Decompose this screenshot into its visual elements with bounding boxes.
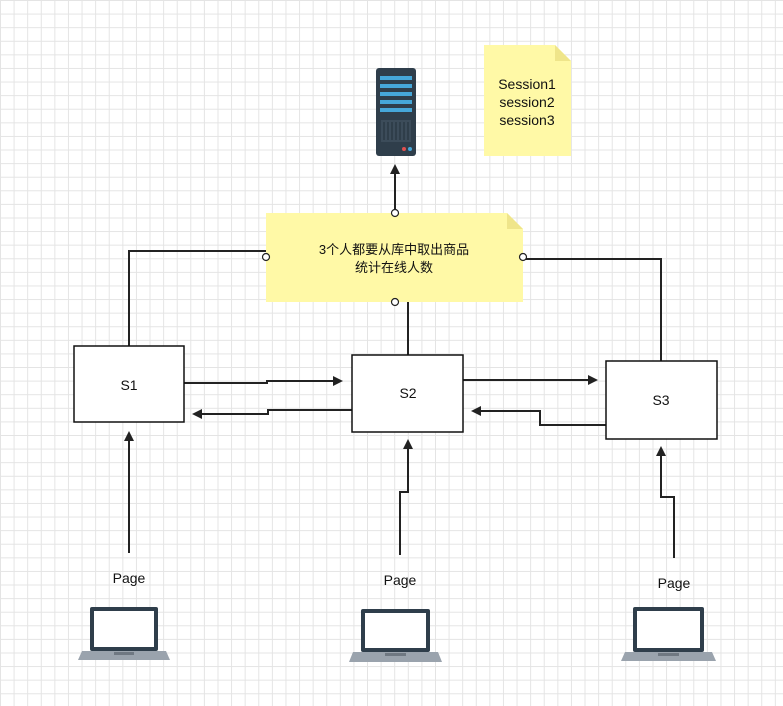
- edge-s2-to-s1: [192, 409, 352, 419]
- laptop-icon: [78, 607, 170, 660]
- server-s3: S3: [605, 360, 718, 440]
- main-note-line1: 3个人都要从库中取出商品: [319, 242, 469, 257]
- page1-label: Page: [113, 570, 146, 586]
- note-port-top: [390, 208, 400, 218]
- session-note-line2: session2: [499, 94, 554, 110]
- session-note: Session1 session2 session3: [484, 45, 571, 156]
- session-note-line1: Session1: [498, 76, 556, 92]
- laptop-icon: [349, 609, 442, 662]
- page2-label: Page: [384, 572, 417, 588]
- main-note: 3个人都要从库中取出商品 统计在线人数: [266, 213, 523, 302]
- edge-s1-to-s2: [184, 376, 343, 386]
- edge-s3-to-s2: [471, 406, 606, 426]
- server-s1-label: S1: [120, 377, 137, 393]
- server-s2-label: S2: [399, 385, 416, 401]
- edge-s1-to-note: [128, 250, 266, 346]
- server-s1: S1: [73, 345, 185, 423]
- edge-s3-to-note: [523, 258, 662, 361]
- server-s3-label: S3: [652, 392, 669, 408]
- server-rack-icon: [376, 68, 416, 156]
- edge-page2-to-s2: [399, 439, 413, 555]
- session-note-line3: session3: [499, 112, 554, 128]
- page3-label: Page: [658, 575, 691, 591]
- laptop-icon: [621, 607, 716, 661]
- main-note-line2: 统计在线人数: [355, 260, 433, 275]
- note-port-left: [261, 252, 271, 262]
- note-port-bottom: [390, 297, 400, 307]
- edge-page3-to-s3: [656, 446, 675, 558]
- note-port-right: [518, 252, 528, 262]
- server-s2: S2: [351, 354, 464, 433]
